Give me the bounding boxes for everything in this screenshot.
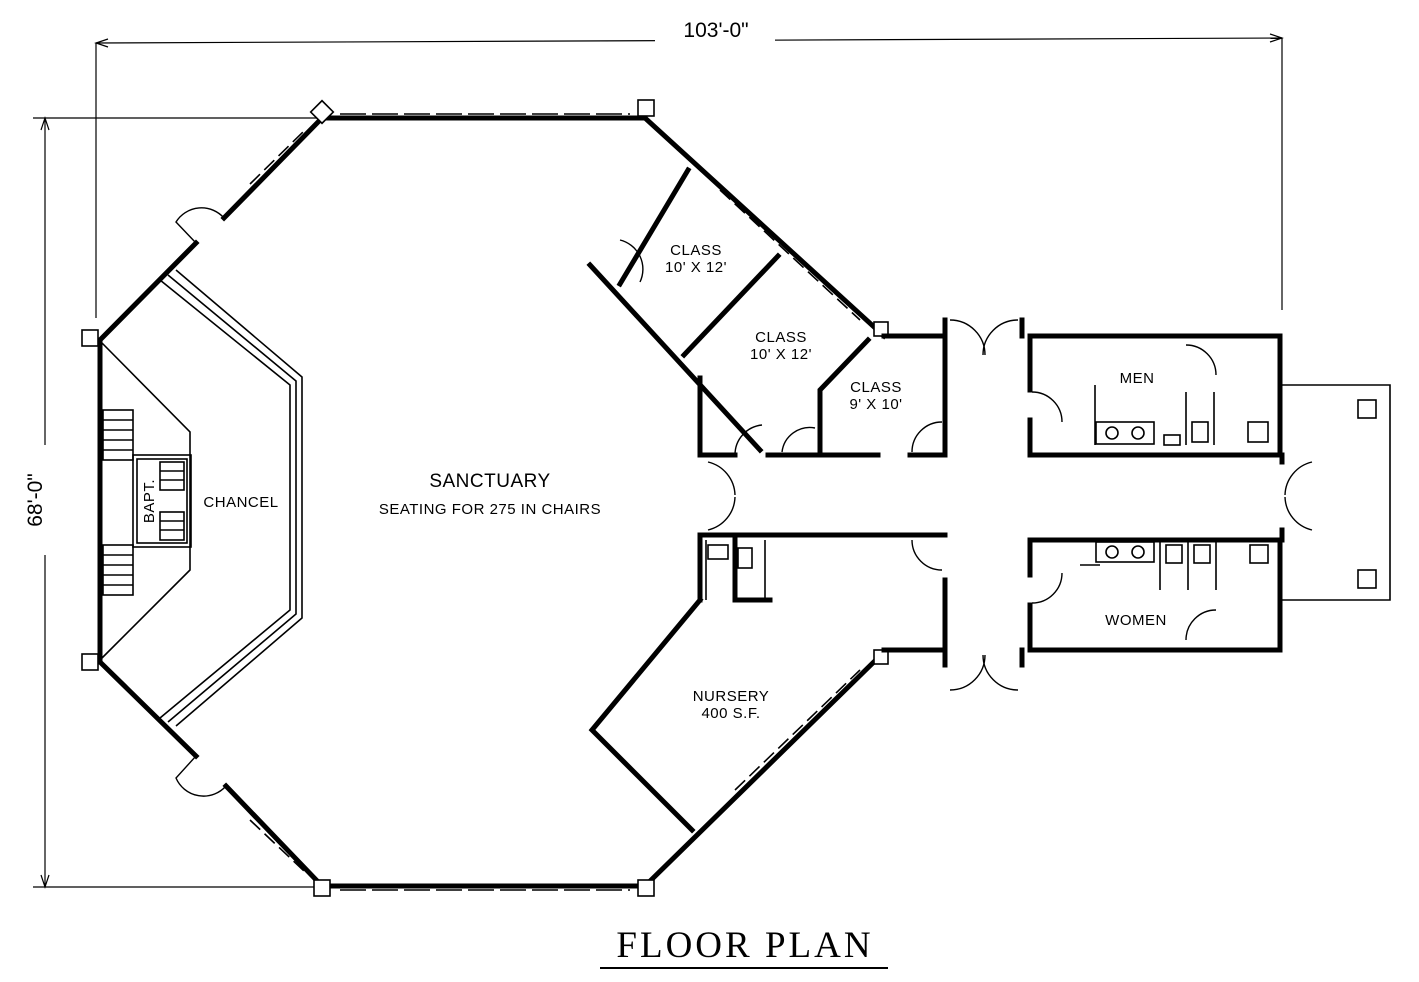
nursery-wing (588, 532, 948, 834)
baptistry-label: BAPT. (141, 479, 158, 523)
class3-label: CLASS (850, 379, 902, 396)
drawing-title: FLOOR PLAN (600, 925, 888, 969)
chancel-platform (101, 269, 303, 727)
class1-size: 10' X 12' (665, 259, 727, 276)
women-label: WOMEN (1105, 612, 1167, 629)
men-restroom (1027, 333, 1283, 458)
chancel-label: CHANCEL (203, 494, 278, 511)
nursery-label: NURSERY (693, 688, 770, 705)
class3-size: 9' X 10' (849, 396, 902, 413)
sanctuary-label: SANCTUARY (429, 471, 550, 492)
windows (249, 113, 861, 891)
width-dimension-label: 103'-0" (683, 19, 748, 42)
rear-canopy (1282, 384, 1391, 601)
class1-label: CLASS (670, 242, 722, 259)
class2-label: CLASS (755, 329, 807, 346)
side-doors (175, 207, 227, 797)
depth-dimension-label: 68'-0" (24, 473, 47, 527)
corner-columns (81, 99, 889, 897)
women-restroom (1027, 537, 1283, 653)
nursery-size: 400 S.F. (701, 705, 760, 722)
exterior-walls (96, 114, 888, 890)
corridor (697, 317, 1313, 691)
width-dimension: 103'-0" (94, 16, 1284, 318)
floor-plan-title: FLOOR PLAN (616, 925, 873, 966)
class-wing (586, 166, 948, 458)
depth-dimension: 68'-0" (20, 116, 320, 889)
men-label: MEN (1120, 370, 1155, 387)
sanctuary-seating-note: SEATING FOR 275 IN CHAIRS (379, 501, 601, 518)
room-labels: SANCTUARY SEATING FOR 275 IN CHAIRS CHAN… (141, 242, 1167, 722)
class2-size: 10' X 12' (750, 346, 812, 363)
